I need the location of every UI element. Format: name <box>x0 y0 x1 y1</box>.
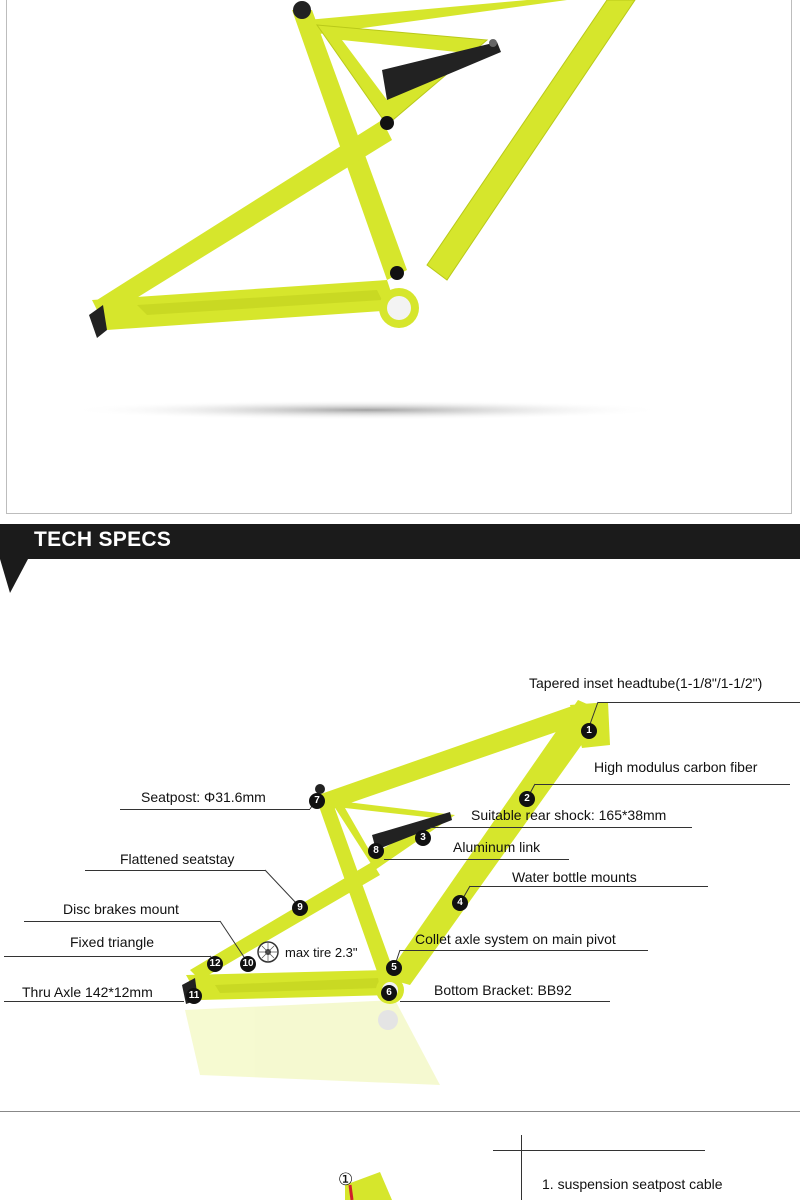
callout-headtube: Tapered inset headtube(1-1/8"/1-1/2") <box>529 675 763 691</box>
marker-8: 8 <box>368 843 384 859</box>
callout-disc-brakes: Disc brakes mount <box>63 901 179 917</box>
section-header-bar: TECH SPECS <box>0 524 800 559</box>
section-header-tab <box>0 559 28 593</box>
bottom-item-1: 1. suspension seatpost cable <box>542 1176 723 1192</box>
marker-2: 2 <box>519 791 535 807</box>
frame-reflection <box>185 1000 440 1085</box>
callout-collet-axle: Collet axle system on main pivot <box>415 931 616 947</box>
leader-line-12 <box>4 956 210 957</box>
bottom-table-rule <box>493 1150 705 1151</box>
bike-frame-image <box>67 0 667 420</box>
marker-4: 4 <box>452 895 468 911</box>
callout-thru-axle: Thru Axle 142*12mm <box>22 984 153 1000</box>
callout-fixed-triangle: Fixed triangle <box>70 934 155 950</box>
leader-line-5 <box>400 950 648 951</box>
frame-seat-stay <box>190 862 380 980</box>
bottom-marker-1: ① <box>338 1170 354 1189</box>
leader-line-2 <box>535 784 790 785</box>
marker-6: 6 <box>381 985 397 1001</box>
rear-shock <box>372 812 452 850</box>
leader-line-10 <box>24 921 220 922</box>
section-divider <box>0 1111 800 1112</box>
frame-top-tube <box>318 705 585 810</box>
leader-line-6 <box>400 1001 610 1002</box>
callout-shock: Suitable rear shock: 165*38mm <box>471 807 667 823</box>
marker-11: 11 <box>186 988 202 1004</box>
marker-5: 5 <box>386 960 402 976</box>
callout-seatstay: Flattened seatstay <box>120 851 235 867</box>
callout-bottom-bracket: Bottom Bracket: BB92 <box>434 982 572 998</box>
marker-7: 7 <box>309 793 325 809</box>
callout-bottle-mounts: Water bottle mounts <box>512 869 637 885</box>
leader-line-11 <box>4 1001 184 1002</box>
callout-link: Aluminum link <box>453 839 541 855</box>
marker-12: 12 <box>207 956 223 972</box>
marker-3: 3 <box>415 830 431 846</box>
leader-line-3 <box>430 827 692 828</box>
leader-line-4 <box>470 886 708 887</box>
marker-10: 10 <box>240 956 256 972</box>
product-image-panel <box>6 0 792 514</box>
leader-line-1 <box>598 702 800 703</box>
callout-carbon: High modulus carbon fiber <box>594 759 758 775</box>
frame-shadow <box>67 400 667 420</box>
section-title: TECH SPECS <box>34 528 172 551</box>
marker-1: 1 <box>581 723 597 739</box>
leader-line-7 <box>120 809 310 810</box>
leader-line-8 <box>384 859 569 860</box>
max-tire-label: max tire 2.3" <box>285 945 358 960</box>
frame-down-tube <box>385 700 605 985</box>
marker-9: 9 <box>292 900 308 916</box>
callout-seatpost: Seatpost: Φ31.6mm <box>141 789 266 805</box>
bottom-table-divider <box>521 1135 522 1200</box>
leader-line-9 <box>85 870 265 871</box>
